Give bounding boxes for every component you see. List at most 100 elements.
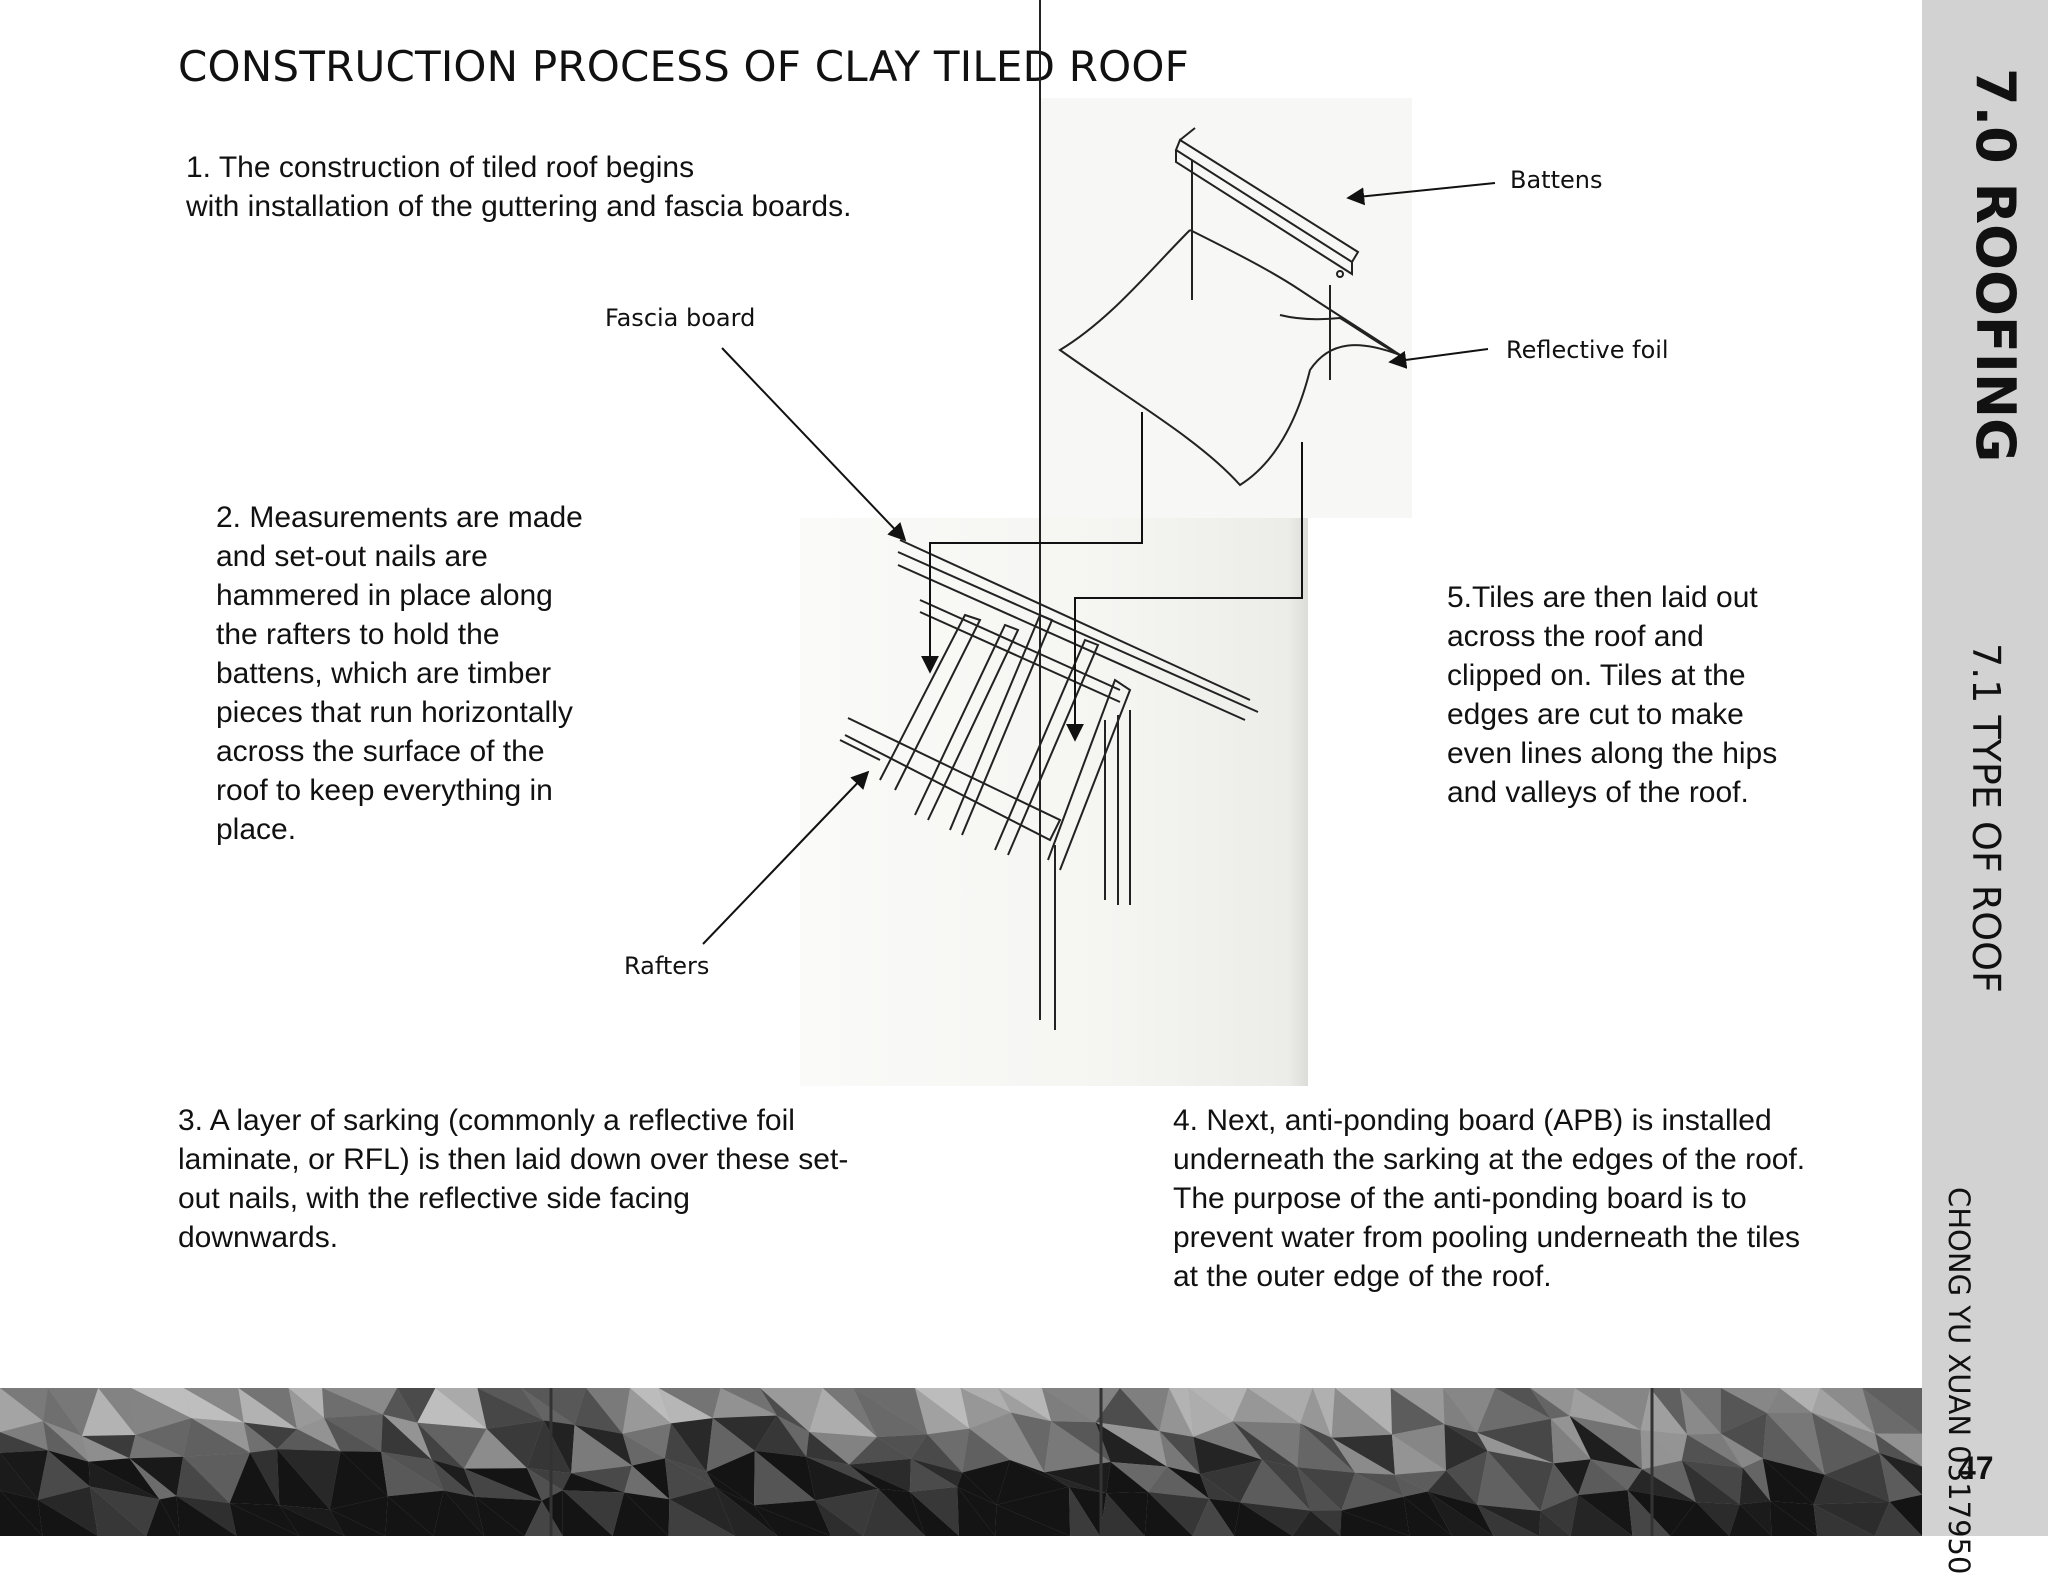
footer-polygon [1679, 1388, 1721, 1435]
timber-frame-sketch [839, 0, 1259, 1030]
footer-polygon [1044, 1421, 1111, 1473]
subsection-title: 7.1 TYPE OF ROOF [1964, 643, 2008, 993]
footer-polygon [183, 1388, 244, 1423]
step-2-text: 2. Measurements are made and set-out nai… [216, 498, 583, 849]
rafters-arrow [702, 770, 870, 945]
footer-polygon [417, 1422, 487, 1469]
footer-polygon [0, 1421, 48, 1451]
footer-polygon [1742, 1458, 1771, 1502]
footer-polygon [463, 1468, 542, 1501]
step-2-line: the rafters to hold the [216, 618, 500, 651]
footer-polygon [1297, 1467, 1356, 1511]
footer-polygon [671, 1418, 713, 1472]
footer-polygon [89, 1486, 160, 1536]
footer-polygon [1041, 1388, 1096, 1423]
footer-polygon [1340, 1510, 1410, 1536]
footer-polygon [526, 1420, 572, 1474]
footer-polygon [1390, 1388, 1445, 1435]
author-name: CHONG YU XUAN [1942, 1187, 1976, 1437]
footer-polygon [914, 1388, 970, 1435]
footer-polygon [250, 1449, 280, 1506]
footer-polygon [417, 1388, 487, 1429]
footer-polygon [806, 1431, 850, 1465]
footer-polygon [1443, 1388, 1477, 1433]
reflective-foil-sketch [1058, 229, 1401, 487]
footer-polygon [631, 1458, 670, 1500]
footer-polygon [1391, 1434, 1447, 1475]
footer-polygon [1879, 1453, 1922, 1502]
footer-polygon [37, 1486, 98, 1536]
footer-polygon [1444, 1424, 1488, 1471]
footer-polygon [1681, 1460, 1743, 1505]
footer-polygon [1355, 1472, 1404, 1497]
step-5-line: 5.Tiles are then laid out [1447, 581, 1758, 614]
footer-polygon [1095, 1388, 1160, 1432]
footer-polygon [176, 1496, 237, 1536]
footer-polygon [1862, 1388, 1922, 1434]
footer-polygon [1670, 1502, 1730, 1536]
step-2-line: place. [216, 813, 297, 846]
footer-polygon [88, 1461, 160, 1500]
step-1-line: with installation of the guttering and f… [186, 190, 852, 223]
footer-polygon [1331, 1388, 1392, 1438]
footer-polygon [1312, 1388, 1335, 1438]
footer-polygon [1297, 1423, 1356, 1473]
footer-polygon [1209, 1498, 1241, 1536]
footer-polygon [81, 1434, 136, 1459]
footer-polygon [1879, 1453, 1922, 1495]
footer-polygon [322, 1388, 383, 1418]
footer-polygon [1341, 1472, 1404, 1511]
footer-polygon [754, 1415, 807, 1457]
footer-polygon [526, 1468, 572, 1491]
page-number: 47 [1958, 1450, 1994, 1486]
step-3-line: laminate, or RFL) is then laid down over… [178, 1143, 849, 1176]
footer-polygon [1569, 1416, 1643, 1470]
footer-polygon [43, 1421, 89, 1462]
footer-polygon [431, 1459, 476, 1497]
footer-polygon [754, 1505, 832, 1536]
footer-polygon [1627, 1490, 1696, 1536]
label-rafters: Rafters [624, 952, 710, 980]
footer-polygon [1476, 1418, 1554, 1464]
step-5-line: even lines along the hips [1447, 737, 1778, 770]
footer-polygon [463, 1468, 542, 1501]
footer-polygon [927, 1428, 970, 1473]
footer-polygon [277, 1449, 341, 1510]
footer-polygon [1574, 1388, 1651, 1431]
footer-polygon [1009, 1412, 1045, 1473]
footer-polygon [1095, 1422, 1167, 1467]
footer-polygon [1166, 1466, 1210, 1499]
connector-lines [921, 412, 1303, 742]
step-1-text: 1. The construction of tiled roof begins… [186, 148, 851, 226]
footer-polygon [1540, 1495, 1579, 1536]
footer-polygon [622, 1388, 672, 1434]
step-5-line: edges are cut to make [1447, 698, 1744, 731]
footer-polygon [1240, 1459, 1311, 1511]
footer-polygon [1341, 1496, 1410, 1536]
footer-polygon [910, 1458, 963, 1487]
footer-polygon [1540, 1463, 1579, 1512]
footer-polygon [1394, 1470, 1447, 1492]
footer-polygon [1553, 1459, 1591, 1496]
footer-polygon [324, 1414, 383, 1452]
footer-polygon [477, 1388, 544, 1429]
footer-polygon [417, 1422, 464, 1469]
footer-polygon [183, 1452, 251, 1504]
footer-polygon [288, 1388, 325, 1418]
footer-polygon [624, 1492, 670, 1536]
footer-polygon [863, 1488, 926, 1536]
footer-polygon [1762, 1458, 1825, 1505]
step-2-line: pieces that run horizontally [216, 696, 573, 729]
footer-polygon [1766, 1388, 1812, 1414]
author-block: CHONG YU XUAN 0317950 [1942, 1187, 1976, 1574]
footer-polygon [1720, 1388, 1767, 1434]
footer-polygon [1811, 1412, 1880, 1454]
footer-polygon [463, 1428, 527, 1469]
footer-polygon [878, 1488, 926, 1536]
step-2-line: 2. Measurements are made [216, 501, 583, 534]
footer-polygon [1106, 1461, 1148, 1494]
footer-polygon [1720, 1388, 1780, 1414]
footer-polygon [1650, 1388, 1688, 1435]
label-fascia-board: Fascia board [605, 304, 756, 332]
footer-polygon [329, 1496, 388, 1536]
